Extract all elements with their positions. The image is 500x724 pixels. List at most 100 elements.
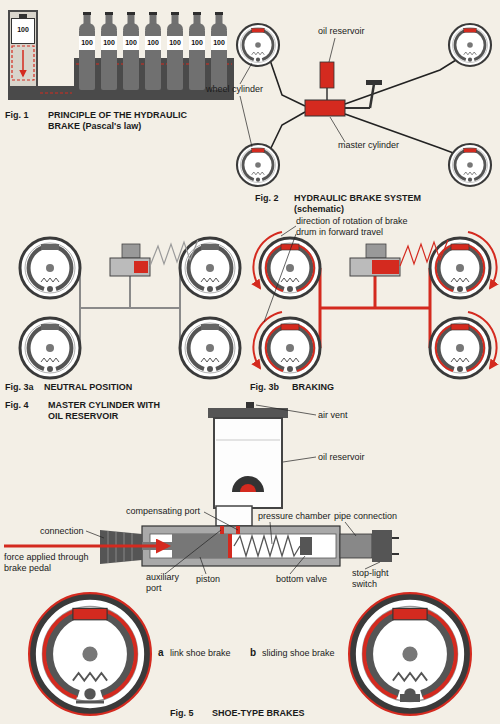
shoe-brake xyxy=(400,694,420,702)
wheel-brake xyxy=(237,24,491,186)
master-cylinder xyxy=(122,244,140,258)
bottle-shoulder xyxy=(189,23,205,30)
wheel-brake xyxy=(430,318,490,378)
bottle-shoulder xyxy=(101,23,117,30)
weight-number: 100 xyxy=(11,25,35,35)
master-cylinder xyxy=(392,537,399,539)
shoe-brake xyxy=(353,597,467,711)
bottle-outline xyxy=(122,12,140,90)
bottle-neck xyxy=(84,15,91,24)
weight-number: 100 xyxy=(78,38,96,48)
bottle-outline xyxy=(210,12,228,90)
wheel-brake xyxy=(20,318,80,378)
figure-number: Fig. 3b xyxy=(250,382,279,393)
bottle-shoulder xyxy=(123,23,139,30)
weight-number: 100 xyxy=(188,38,206,48)
figure-caption: HYDRAULIC BRAKE SYSTEM (schematic) xyxy=(294,193,429,215)
leader-line xyxy=(283,457,316,462)
wheel-brake xyxy=(260,238,320,298)
leader-line xyxy=(290,556,305,574)
bottle-cap xyxy=(83,12,91,15)
wheel-brake xyxy=(266,245,314,291)
master-cylinder xyxy=(366,80,382,85)
figure-caption: BRAKING xyxy=(292,382,334,393)
subfigure-letter: a xyxy=(158,647,164,658)
shoe-brake xyxy=(364,610,456,697)
master-cylinder xyxy=(345,107,370,109)
leader-line xyxy=(200,557,206,574)
wheel-brake xyxy=(260,238,490,378)
shoe-brake xyxy=(353,597,467,711)
master-cylinder xyxy=(350,240,448,276)
part-label: oil reservoir xyxy=(318,26,365,37)
wheel-brake xyxy=(180,318,240,378)
wheel-brake xyxy=(449,144,491,186)
bottle-cap xyxy=(127,12,135,15)
pascal-apparatus xyxy=(12,46,34,80)
rotation-arrow xyxy=(253,312,282,368)
leader-line xyxy=(270,522,272,544)
part-label: bottom valve xyxy=(276,574,327,585)
bottle-body xyxy=(101,29,117,90)
master-cylinder xyxy=(134,261,148,273)
shoe-brake xyxy=(76,701,104,704)
part-label: master cylinder xyxy=(338,140,399,151)
master-cylinder xyxy=(305,100,345,116)
leader-line xyxy=(240,63,252,84)
figure-number: Fig. 5 xyxy=(170,708,194,719)
bottle-neck xyxy=(172,15,179,24)
part-label: auxiliary port xyxy=(146,572,191,594)
leader-line xyxy=(365,562,380,569)
bottle-body xyxy=(189,29,205,90)
leader-line xyxy=(330,117,345,142)
oil-reservoir xyxy=(240,484,256,492)
wheel-brake xyxy=(260,318,320,378)
shoe-brake xyxy=(33,597,147,711)
bottle-cap xyxy=(105,12,113,15)
master-cylinder xyxy=(110,258,150,276)
wheel-brake xyxy=(20,238,80,298)
oil-reservoir xyxy=(208,402,288,526)
bottle-cap xyxy=(215,12,223,15)
master-cylinder xyxy=(320,62,334,88)
subfigure-caption: link shoe brake xyxy=(170,648,231,659)
bottle-box: 100 xyxy=(210,12,228,90)
part-label: wheel cylinder xyxy=(206,84,263,95)
oil-reservoir xyxy=(216,506,252,526)
hydraulic-lines xyxy=(270,60,305,106)
bottle-outline xyxy=(144,12,162,90)
pascal-apparatus xyxy=(8,10,234,100)
master-cylinder xyxy=(400,240,448,266)
wheel-brake xyxy=(180,318,240,378)
rotation-arrow xyxy=(468,312,497,368)
part-label: force applied through brake pedal xyxy=(4,552,96,574)
wheel-brake xyxy=(449,24,491,66)
bottle-shoulder xyxy=(145,23,161,30)
bottle-outline xyxy=(100,12,118,90)
bottle-label xyxy=(167,36,183,50)
shoe-brake xyxy=(30,594,470,714)
bottle-body xyxy=(79,29,95,90)
bottle-body xyxy=(211,29,227,90)
bottle-outline xyxy=(78,12,96,90)
bottle-neck xyxy=(150,15,157,24)
wheel-brake xyxy=(451,324,469,330)
subfigure-caption: sliding shoe brake xyxy=(262,648,335,659)
wheel-brake xyxy=(451,244,469,250)
part-label: stop-light switch xyxy=(352,568,402,590)
shoe-brake xyxy=(350,594,470,714)
bottle-label xyxy=(79,36,95,50)
weight-number: 100 xyxy=(100,38,118,48)
wheel-brake xyxy=(449,24,491,66)
shoe-brake xyxy=(393,608,427,619)
pascal-apparatus xyxy=(10,12,36,86)
wheel-brake xyxy=(201,244,219,250)
part-label: oil reservoir xyxy=(318,452,365,463)
bottle-box: 100 xyxy=(144,12,162,90)
bottle-label xyxy=(189,36,205,50)
bottle-cap xyxy=(171,12,179,15)
wheel-brake xyxy=(464,148,477,152)
wheel-brake xyxy=(41,324,59,330)
wheel-brake xyxy=(180,238,240,298)
